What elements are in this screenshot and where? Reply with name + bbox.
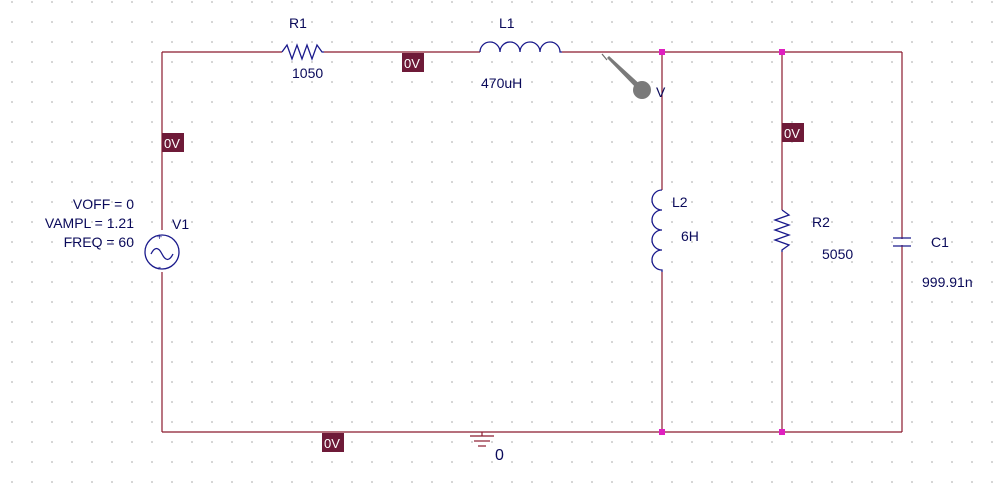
- voltage-marker-bottom: 0V: [322, 433, 344, 452]
- probe-label: V: [656, 84, 666, 100]
- voltage-probe-icon[interactable]: [601, 53, 651, 99]
- voltage-marker-left: 0V: [162, 133, 184, 152]
- resistor-r2-icon[interactable]: [773, 209, 791, 252]
- voltage-marker-bottom-text: 0V: [324, 436, 340, 451]
- l1-name: L1: [499, 15, 515, 31]
- junction-dot: [659, 49, 665, 55]
- c1-name: C1: [931, 234, 949, 250]
- ground-label: 0: [495, 447, 504, 464]
- capacitor-gap: [900, 239, 904, 245]
- resistor-r1-icon[interactable]: [281, 43, 324, 61]
- voltage-marker-top: 0V: [402, 53, 424, 72]
- r2-value: 5050: [822, 246, 853, 262]
- source-name: V1: [172, 216, 189, 232]
- c1-value: 999.91n: [922, 274, 973, 290]
- voltage-marker-left-text: 0V: [164, 136, 180, 151]
- sine-source-icon[interactable]: + -: [144, 232, 180, 272]
- r1-name: R1: [289, 15, 307, 31]
- capacitor-c1-icon[interactable]: [893, 237, 911, 247]
- l2-value: 6H: [681, 228, 699, 244]
- junction-dot: [659, 429, 665, 435]
- source-param-freq: FREQ = 60: [64, 234, 135, 250]
- source-param-voff: VOFF = 0: [73, 196, 134, 212]
- r1-value: 1050: [292, 65, 323, 81]
- l1-value: 470uH: [481, 75, 522, 91]
- svg-text:+: +: [157, 232, 162, 242]
- svg-text:-: -: [158, 262, 161, 272]
- voltage-marker-right: 0V: [782, 123, 804, 142]
- inductor-l1-icon[interactable]: [479, 41, 562, 53]
- voltage-marker-top-text: 0V: [404, 56, 420, 71]
- junction-dot: [779, 429, 785, 435]
- voltage-marker-right-text: 0V: [784, 126, 800, 141]
- node-dots: [659, 49, 785, 435]
- wires: [161, 51, 903, 433]
- inductor-l2-icon[interactable]: [651, 189, 663, 272]
- l2-name: L2: [672, 194, 688, 210]
- ground-icon[interactable]: [470, 432, 494, 447]
- junction-dot: [779, 49, 785, 55]
- r2-name: R2: [812, 214, 830, 230]
- source-param-vampl: VAMPL = 1.21: [45, 215, 134, 231]
